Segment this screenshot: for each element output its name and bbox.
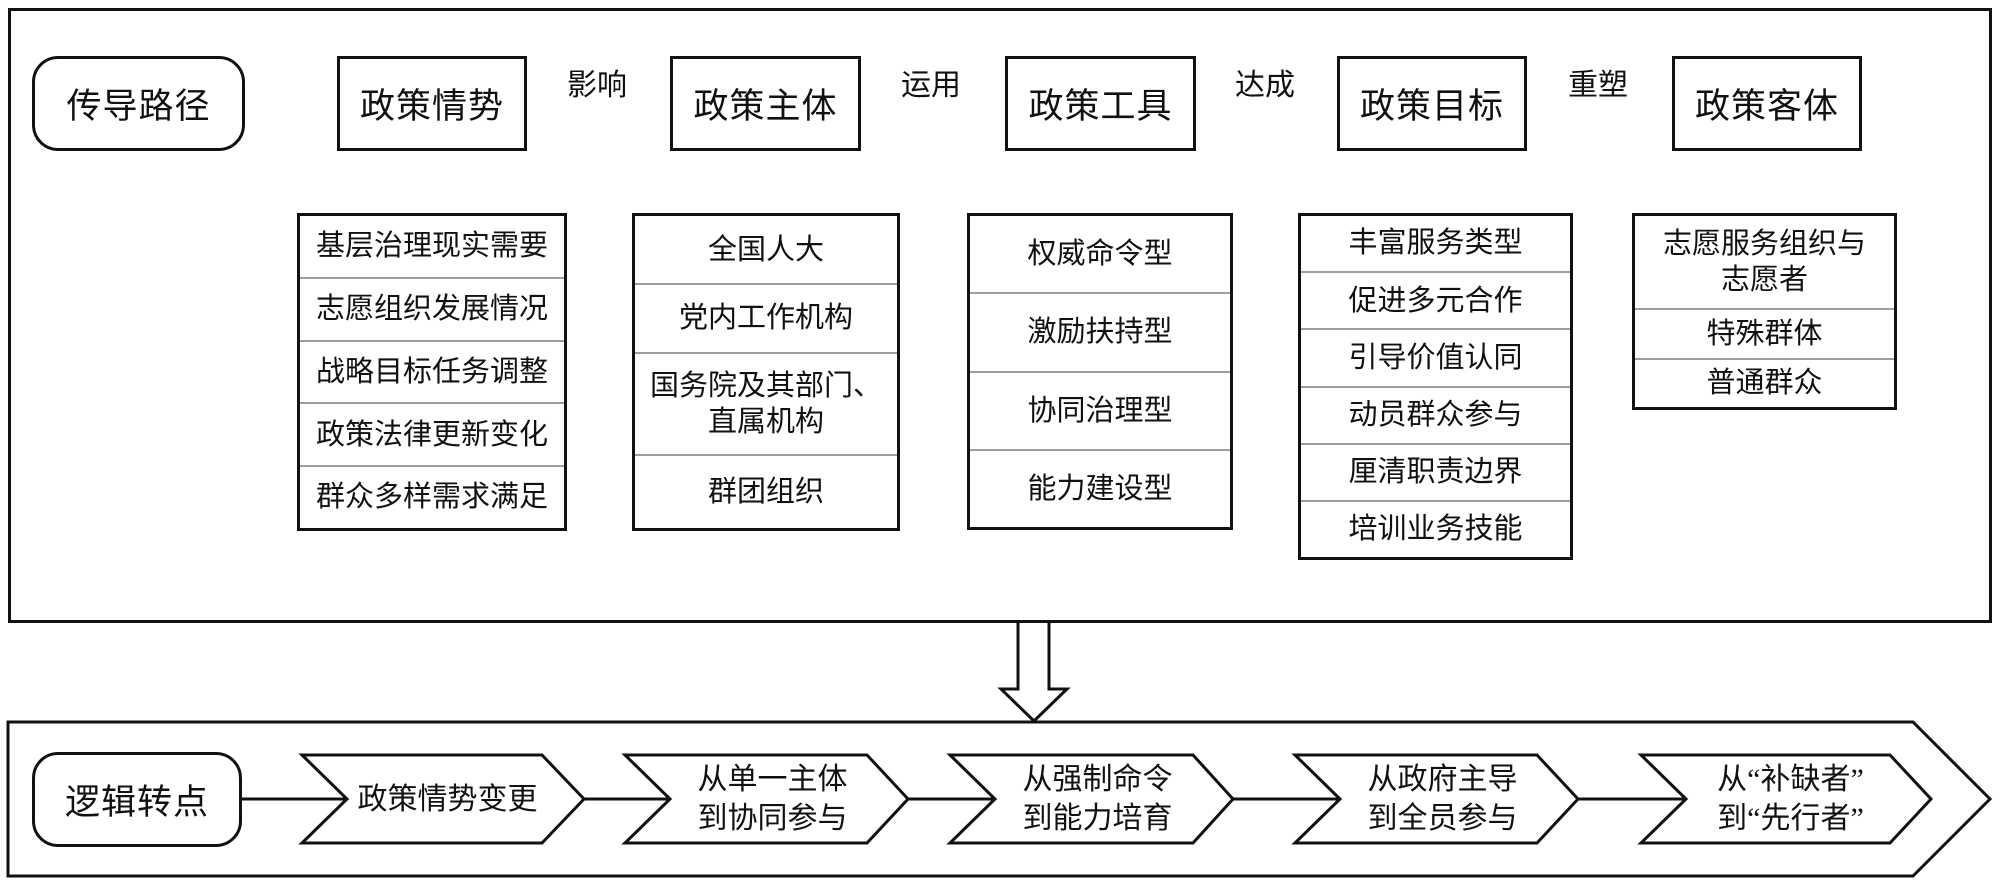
- list-item: 特殊群体: [1635, 308, 1894, 357]
- entry-box-transmission-path: 传导路径: [32, 56, 245, 151]
- flow-box-policy-tool: 政策工具: [1005, 56, 1196, 151]
- chevron-shape-1: [298, 753, 587, 845]
- chevron-shape-5: [1637, 753, 1934, 845]
- list-item: 国务院及其部门、 直属机构: [635, 351, 897, 454]
- arrow-label-apply: 运用: [901, 69, 961, 102]
- list-item: 引导价值认同: [1301, 328, 1570, 385]
- list-item: 群团组织: [635, 453, 897, 528]
- arrow-label-influence: 影响: [567, 69, 627, 102]
- chevron-shape-3: [946, 753, 1236, 845]
- list-item: 权威命令型: [1027, 238, 1173, 270]
- list-policy-goal: 丰富服务类型 促进多元合作 引导价值认同 动员群众参与 厘清职责边界 培训业务技…: [1298, 213, 1573, 560]
- list-policy-situation: 基层治理现实需要 志愿组织发展情况 战略目标任务调整 政策法律更新变化 群众多样…: [297, 213, 567, 531]
- list-item: 政策法律更新变化: [300, 402, 564, 465]
- list-item: 激励扶持型: [970, 292, 1230, 370]
- list-item: 群众多样需求满足: [300, 465, 564, 528]
- list-item: 能力建设型: [970, 448, 1230, 527]
- flow-box-policy-subject: 政策主体: [670, 56, 861, 151]
- chevron-step-4: 从政府主导 到全员参与: [1367, 763, 1518, 835]
- arrow-label-achieve: 达成: [1235, 69, 1295, 102]
- chevron-step-2: 从单一主体 到协同参与: [697, 763, 848, 835]
- chevron-step-3: 从强制命令 到能力培育: [1022, 763, 1173, 835]
- list-item: 培训业务技能: [1301, 499, 1570, 557]
- entry-box-logic-turn: 逻辑转点: [32, 752, 242, 847]
- list-item: 党内工作机构: [635, 283, 897, 351]
- flow-box-policy-goal: 政策目标: [1337, 56, 1527, 151]
- list-item: 战略目标任务调整: [300, 339, 564, 403]
- flow-box-policy-object: 政策客体: [1672, 56, 1862, 151]
- flow-box-policy-situation: 政策情势: [337, 56, 527, 151]
- list-policy-subject: 全国人大 党内工作机构 国务院及其部门、 直属机构 群团组织: [632, 213, 900, 531]
- down-arrow-icon: [997, 619, 1071, 724]
- list-item: 全国人大: [707, 233, 824, 266]
- arrow-label-reshape: 重塑: [1568, 69, 1628, 102]
- list-item: 动员群众参与: [1301, 385, 1570, 443]
- list-item: 志愿服务组织与 志愿者: [1662, 227, 1866, 297]
- list-item: 志愿组织发展情况: [300, 276, 564, 340]
- list-item: 协同治理型: [970, 370, 1230, 449]
- list-policy-object: 志愿服务组织与 志愿者 特殊群体 普通群众: [1632, 213, 1897, 410]
- chevron-shape-4: [1291, 753, 1581, 845]
- list-item: 促进多元合作: [1301, 271, 1570, 328]
- list-item: 普通群众: [1635, 357, 1894, 407]
- chevron-shape-2: [621, 753, 911, 845]
- list-item: 厘清职责边界: [1301, 442, 1570, 500]
- chevron-step-1: 政策情势变更: [357, 782, 538, 816]
- chevron-step-5: 从“补缺者” 到“先行者”: [1717, 763, 1864, 835]
- list-item: 基层治理现实需要: [315, 230, 548, 263]
- list-policy-tool: 权威命令型 激励扶持型 协同治理型 能力建设型: [967, 213, 1233, 530]
- list-item: 丰富服务类型: [1348, 227, 1523, 260]
